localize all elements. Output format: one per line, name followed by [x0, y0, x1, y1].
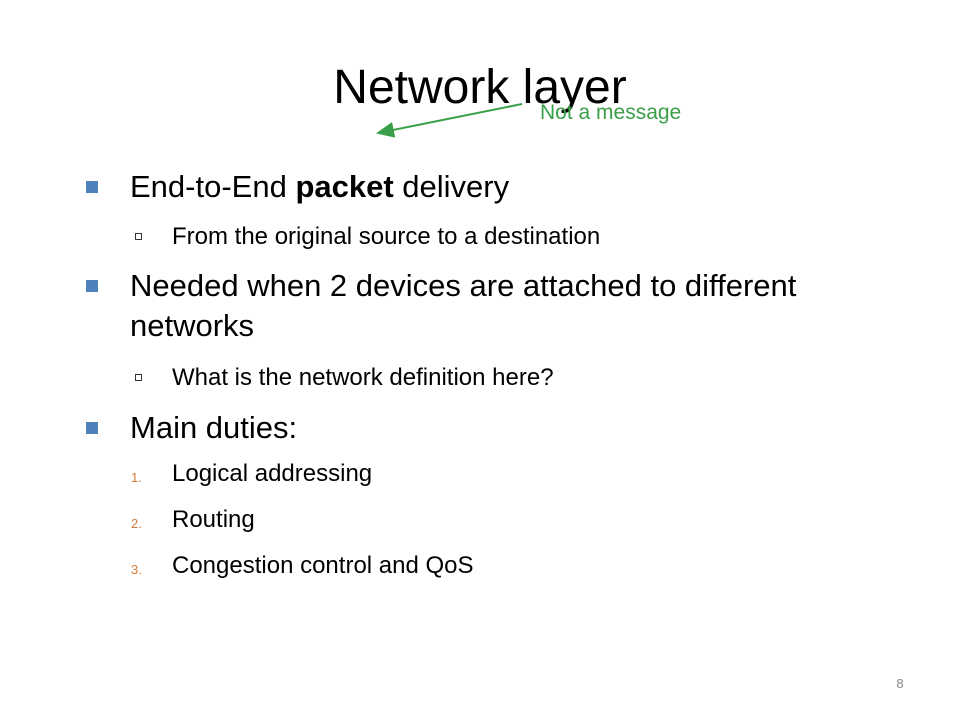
- subbullet-item: From the original source to a destinatio…: [172, 223, 601, 250]
- duty-item: Congestion control and QoS: [172, 552, 474, 579]
- bullet-text: End-to-End: [130, 169, 296, 204]
- subbullet-box-icon: [135, 233, 142, 240]
- duty-item: Routing: [172, 506, 255, 533]
- bullet-square-icon: [86, 280, 98, 292]
- list-number: 2.: [131, 516, 142, 531]
- subbullet-box-icon: [135, 374, 142, 381]
- annotation-text: Not a message: [540, 101, 682, 124]
- list-number: 1.: [131, 470, 142, 485]
- page-number: 8: [896, 676, 904, 691]
- bullet-item: End-to-End packet delivery: [130, 167, 830, 207]
- bullet-item: Needed when 2 devices are attached to di…: [130, 268, 797, 343]
- duty-item: Logical addressing: [172, 460, 373, 487]
- bullet-square-icon: [86, 181, 98, 193]
- bullet-text: delivery: [393, 169, 510, 204]
- slide-title: Network layer: [333, 61, 627, 114]
- bullet-item: Main duties:: [130, 410, 298, 445]
- bullet-square-icon: [86, 422, 98, 434]
- bullet-bold-text: packet: [295, 169, 394, 204]
- subbullet-item: What is the network definition here?: [172, 364, 554, 391]
- list-number: 3.: [131, 562, 142, 577]
